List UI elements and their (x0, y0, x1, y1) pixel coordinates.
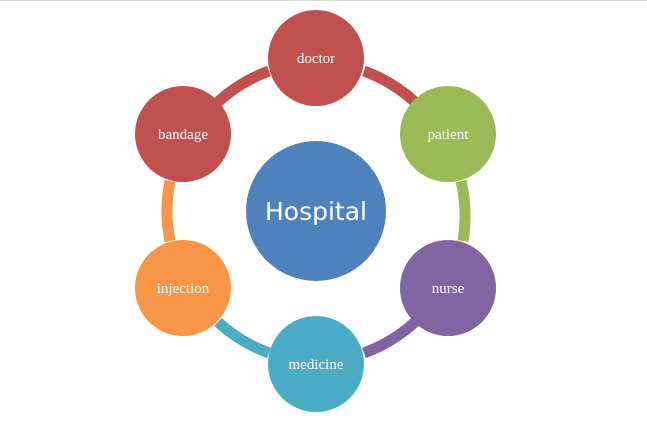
node-label: nurse (432, 281, 465, 297)
node-label: doctor (297, 51, 335, 67)
connector-patient-nurse (455, 179, 471, 242)
node-nurse: nurse (400, 240, 496, 336)
connector-injection-bandage (161, 179, 176, 243)
connectors (161, 65, 471, 359)
node-circle (268, 10, 364, 106)
node-circle (268, 316, 364, 412)
hub-label: Hospital (265, 197, 367, 226)
node-bandage: bandage (135, 86, 231, 182)
node-label: patient (428, 127, 470, 143)
hub-circle (246, 141, 386, 281)
node-injection: injection (135, 240, 231, 336)
connector-medicine-injection (214, 317, 271, 359)
hub-node: Hospital (246, 141, 386, 281)
node-label: injection (157, 281, 210, 297)
node-circle (400, 240, 496, 336)
connector-doctor-patient (362, 65, 419, 107)
node-circle (135, 240, 231, 336)
node-doctor: doctor (268, 10, 364, 106)
node-label: bandage (158, 127, 208, 143)
node-circle (135, 86, 231, 182)
connector-bandage-doctor (214, 65, 271, 107)
node-label: medicine (289, 357, 344, 373)
node-circle (400, 86, 496, 182)
node-patient: patient (400, 86, 496, 182)
connector-nurse-medicine (362, 317, 419, 359)
node-medicine: medicine (268, 316, 364, 412)
